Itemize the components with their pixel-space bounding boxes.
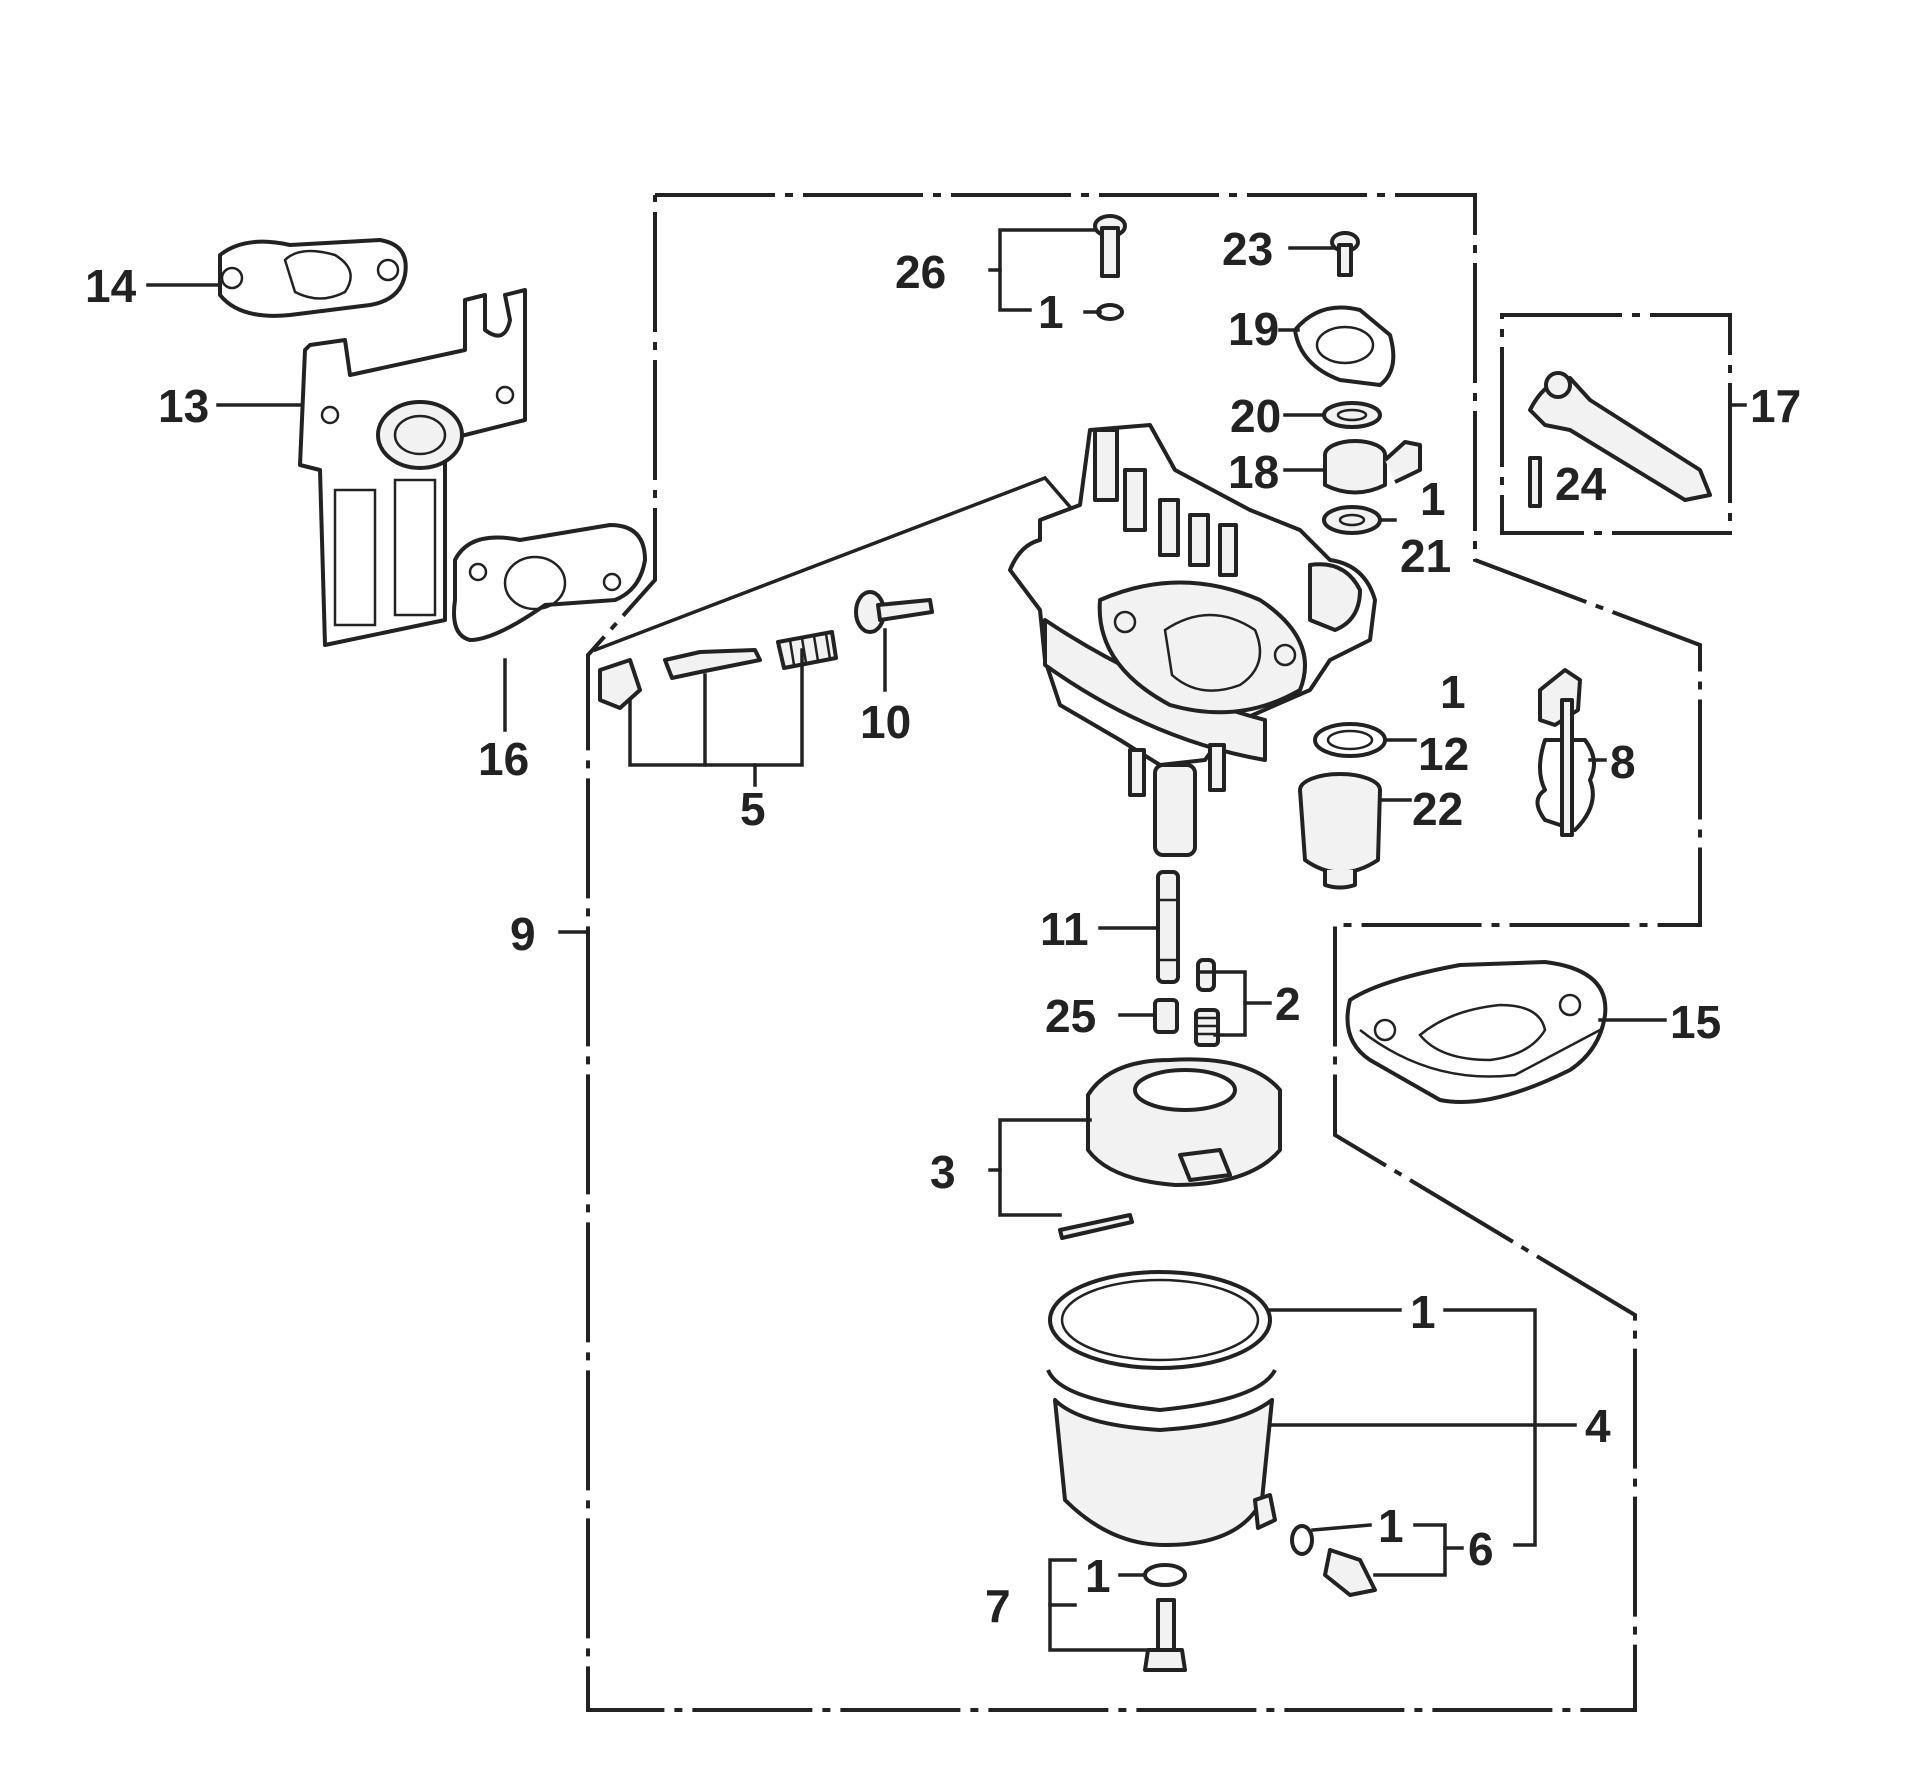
callout-17: 17	[1750, 380, 1801, 432]
part-11-main-nozzle	[1156, 870, 1180, 984]
callout-8: 8	[1610, 736, 1636, 788]
part-21-o-ring	[1322, 505, 1382, 535]
callout-11: 11	[1040, 903, 1089, 955]
part-23-screw	[1330, 231, 1360, 277]
callout-23: 23	[1222, 223, 1273, 275]
part-15-gasket	[1345, 960, 1608, 1104]
part-6-drain-screw	[1290, 1524, 1377, 1597]
part-10-screw	[854, 590, 934, 634]
callout-1-b: 1	[1420, 473, 1446, 525]
callout-3: 3	[930, 1146, 956, 1198]
callout-2: 2	[1275, 978, 1301, 1030]
callout-12: 12	[1418, 728, 1469, 780]
assembly-9-boundary	[586, 193, 1702, 1712]
callout-25: 25	[1045, 990, 1096, 1042]
part-18-choke-body	[1323, 439, 1422, 495]
leader-lines	[146, 228, 1747, 1652]
callout-1-f: 1	[1085, 1550, 1111, 1602]
callout-16: 16	[478, 733, 529, 785]
part-13-bracket	[298, 288, 527, 647]
part-5-pilot-screw-set	[598, 630, 838, 710]
part-8-bracket	[1535, 668, 1596, 837]
callout-labels: 14 13 16 26 1 23 19 20 18 1 21 17 24 5 1…	[85, 223, 1801, 1632]
part-16-gasket	[452, 523, 647, 642]
part-25-main-jet	[1153, 998, 1179, 1034]
part-19-cover	[1293, 305, 1396, 387]
part-12-seal	[1313, 722, 1387, 758]
part-17-choke-lever	[1528, 371, 1712, 502]
part-20-washer	[1322, 401, 1382, 429]
callout-1-c: 1	[1440, 666, 1466, 718]
part-2-float-valve	[1194, 958, 1220, 1047]
callout-1-e: 1	[1378, 1500, 1404, 1552]
callout-7: 7	[985, 1580, 1011, 1632]
callout-15: 15	[1670, 996, 1721, 1048]
callout-1-d: 1	[1410, 1286, 1436, 1338]
callout-6: 6	[1468, 1523, 1494, 1575]
part-24-pin	[1528, 456, 1542, 508]
callout-5: 5	[740, 783, 766, 835]
callout-13: 13	[158, 380, 209, 432]
part-7-bowl-bolt	[1143, 1563, 1187, 1672]
part-3-float	[1058, 1057, 1282, 1240]
callout-18: 18	[1228, 446, 1279, 498]
callout-4: 4	[1585, 1400, 1611, 1452]
callout-20: 20	[1230, 390, 1281, 442]
callout-14: 14	[85, 260, 137, 312]
callout-22: 22	[1412, 783, 1463, 835]
part-26-screw	[1093, 214, 1127, 321]
part-4-float-bowl	[1046, 1270, 1277, 1547]
callout-24: 24	[1555, 458, 1607, 510]
callout-10: 10	[860, 696, 911, 748]
callout-19: 19	[1228, 303, 1279, 355]
callout-9: 9	[510, 908, 536, 960]
part-22-cup	[1298, 772, 1382, 890]
carburetor-body	[1008, 423, 1377, 857]
callout-21: 21	[1400, 530, 1451, 582]
assembly-17-boundary	[1500, 313, 1732, 535]
callout-1-a: 1	[1038, 286, 1064, 338]
part-14-gasket	[218, 238, 408, 318]
callout-26: 26	[895, 246, 946, 298]
